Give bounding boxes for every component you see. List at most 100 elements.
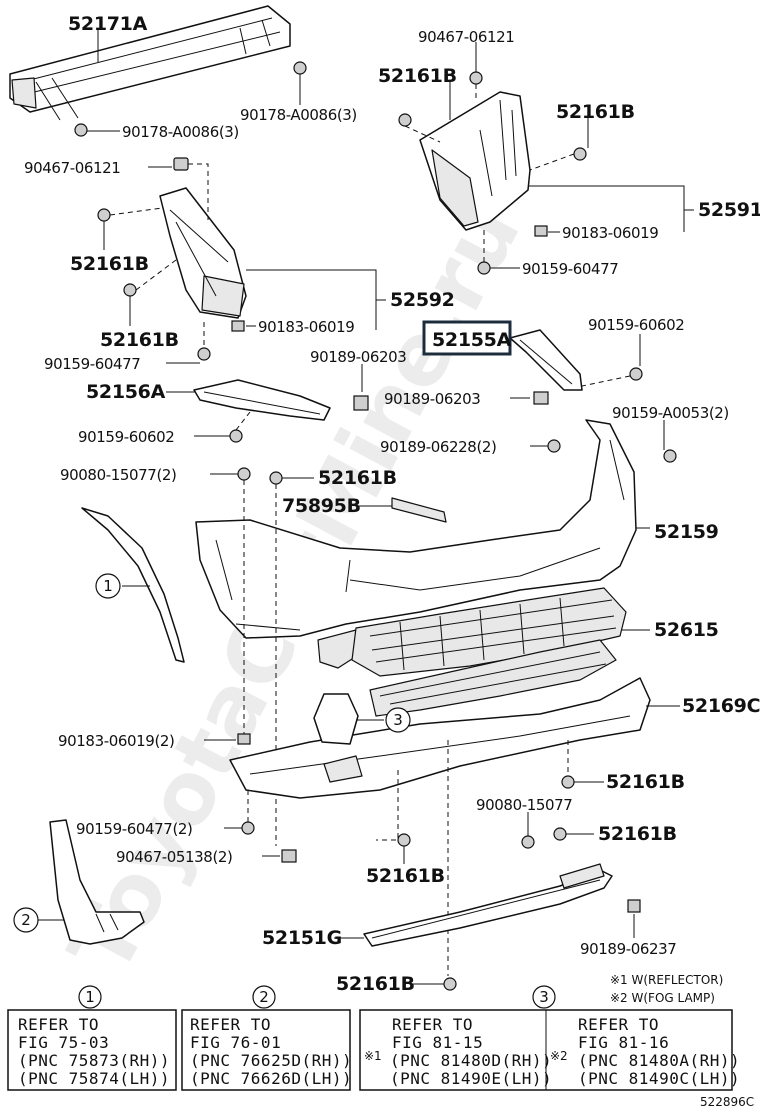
svg-text:(PNC 75874(LH)): (PNC 75874(LH)) [18,1069,170,1088]
clip-icon [231,320,245,332]
clip-icon [237,733,251,745]
svg-text:(PNC 75873(RH)): (PNC 75873(RH)) [18,1051,170,1070]
reference-box-2: 2 REFER TO FIG 76-01 (PNC 76625D(RH)) (P… [181,985,352,1091]
label-52161B-9: 52161B [336,973,415,995]
label-52161B-3: 52161B [70,253,149,275]
label-52161B-1: 52161B [378,65,457,87]
label-52161B-4: 52161B [100,329,179,351]
label-52161B-8: 52161B [366,865,445,887]
callout-3 [385,707,411,733]
svg-text:FIG 76-01: FIG 76-01 [190,1033,281,1052]
svg-text:(PNC 81480D(RH)): (PNC 81480D(RH)) [390,1051,552,1070]
callout-2 [13,907,39,933]
callout-1 [95,573,121,599]
fog-lamp [313,693,359,745]
label-52156A: 52156A [86,381,166,403]
label-90159-60477-2: 90159-60477(2) [76,820,193,838]
label-90189-06237: 90189-06237 [580,940,676,958]
mud-guard [49,819,145,945]
label-90189-06203-mid: 90189-06203 [310,348,406,366]
bolt-icon [477,261,491,275]
bolt-icon [521,835,535,849]
svg-text:FIG 81-16: FIG 81-16 [578,1033,669,1052]
svg-text:3: 3 [539,988,549,1006]
svg-text:(PNC 76625D(RH)): (PNC 76625D(RH)) [190,1051,352,1070]
clip-icon [269,471,283,485]
svg-text:1: 1 [85,988,95,1006]
svg-text:(PNC 81480A(RH)): (PNC 81480A(RH)) [578,1051,740,1070]
clip-icon [627,899,641,913]
svg-text:2: 2 [259,988,269,1006]
clip-icon [97,208,111,222]
bumper-reinforcement-52171A [9,5,307,137]
retainer-52592 [97,157,247,361]
svg-text:FIG 75-03: FIG 75-03 [18,1033,109,1052]
note-reflector: ※1 W(REFLECTOR) [610,973,723,987]
retainer-52591 [398,71,587,275]
label-90189-06203-right: 90189-06203 [384,390,480,408]
nut-icon [281,849,297,863]
label-90080-15077: 90080-15077 [476,796,572,814]
reference-box-3: 3 REFER TO FIG 81-15 ※1 (PNC 81480D(RH))… [359,985,740,1091]
label-52161B-6: 52161B [606,771,685,793]
label-90159-60477-right: 90159-60477 [522,260,618,278]
label-90183-bottom: 90183-06019(2) [58,732,175,750]
bolt-icon [241,821,255,835]
label-52161B-7: 52161B [598,823,677,845]
bolt-icon [229,429,243,443]
svg-text:(PNC 76626D(LH)): (PNC 76626D(LH)) [190,1069,352,1088]
svg-text:※2: ※2 [550,1049,568,1063]
label-52169C: 52169C [682,695,760,717]
label-52161B-5: 52161B [318,467,397,489]
clip-icon [547,439,561,453]
bolt-icon [237,467,251,481]
label-90178-a: 90178-A0086(3) [122,123,239,141]
diagram-code: 522896C [700,1095,754,1109]
reference-box-1: 1 REFER TO FIG 75-03 (PNC 75873(RH)) (PN… [7,985,177,1091]
label-52591: 52591 [698,199,760,221]
clip-icon [397,833,411,847]
label-52615: 52615 [654,619,719,641]
callout-2-text: 2 [21,911,31,929]
clip-icon [123,283,137,297]
label-52161B-2: 52161B [556,101,635,123]
label-75895B: 75895B [282,495,361,517]
svg-text:REFER TO: REFER TO [392,1015,473,1034]
callout-3-text: 3 [393,711,403,729]
label-90467-top: 90467-06121 [418,28,514,46]
callout-1-text: 1 [103,577,113,595]
bracket-52156A [193,379,369,443]
label-90080-15077-2: 90080-15077(2) [60,466,177,484]
nut-icon [469,71,483,85]
label-90183-right: 90183-06019 [562,224,658,242]
fender-trim [81,507,185,663]
highlight-box-52155A[interactable] [422,320,512,356]
label-90467-05138: 90467-05138(2) [116,848,233,866]
clip-icon [573,147,587,161]
label-52171A: 52171A [68,13,148,35]
svg-text:(PNC 81490C(LH)): (PNC 81490C(LH)) [578,1069,740,1088]
label-52155A[interactable]: 52155A [432,329,512,351]
svg-text:※1: ※1 [364,1049,382,1063]
clip-icon [533,391,549,405]
lower-cover-52169C [229,639,651,799]
bracket-52155A [509,329,643,405]
clip-icon [398,113,412,127]
clip-icon [443,977,457,991]
svg-text:REFER TO: REFER TO [578,1015,659,1034]
nut-icon [173,157,189,171]
label-52151G: 52151G [262,927,342,949]
nut-icon [293,61,307,75]
note-fog-lamp: ※2 W(FOG LAMP) [610,991,715,1005]
clip-icon [553,827,567,841]
label-90159-60602-left: 90159-60602 [78,428,174,446]
label-90183-left: 90183-06019 [258,318,354,336]
label-52159: 52159 [654,521,719,543]
reflector-75895B [391,497,447,523]
step-pad-52151G [363,863,613,947]
svg-text:(PNC 81490E(LH)): (PNC 81490E(LH)) [390,1069,552,1088]
clip-icon [353,395,369,411]
bolt-icon [663,449,677,463]
label-90178-b: 90178-A0086(3) [240,106,357,124]
label-90159-60477-left: 90159-60477 [44,355,140,373]
